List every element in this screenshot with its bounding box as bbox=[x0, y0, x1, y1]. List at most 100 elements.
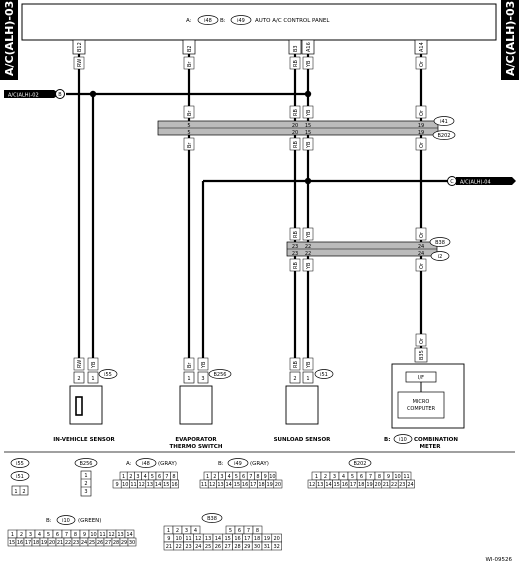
pin-number: 16 bbox=[234, 536, 240, 542]
meter-prefix: B: bbox=[384, 437, 390, 443]
svg-text:24: 24 bbox=[418, 244, 424, 250]
pin-number: 14 bbox=[215, 536, 221, 542]
pin-number: 27 bbox=[225, 544, 231, 550]
side-tab-left[interactable] bbox=[0, 0, 18, 80]
svg-text:24: 24 bbox=[418, 251, 424, 257]
pin-number: 20 bbox=[49, 540, 55, 546]
conn-i51: i51 bbox=[314, 369, 334, 379]
svg-text:(GREEN): (GREEN) bbox=[78, 518, 101, 524]
meter-pin: B35 bbox=[414, 347, 428, 363]
pin-number: 8 bbox=[172, 474, 175, 480]
svg-text:22: 22 bbox=[305, 251, 311, 257]
svg-text:YB: YB bbox=[306, 361, 312, 369]
svg-text:Or: Or bbox=[419, 262, 425, 269]
svg-text:A/C(ALH)-04: A/C(ALH)-04 bbox=[460, 180, 491, 186]
pin-number: 12 bbox=[108, 532, 114, 538]
svg-text:Or: Or bbox=[419, 109, 425, 116]
svg-text:i51: i51 bbox=[320, 372, 328, 378]
pin-number: 21 bbox=[57, 540, 63, 546]
evap-pins: 1 3 bbox=[183, 371, 209, 384]
svg-text:Br: Br bbox=[187, 362, 193, 368]
svg-text:i41: i41 bbox=[440, 119, 448, 125]
svg-text:2: 2 bbox=[84, 481, 87, 487]
figure-id: WI-09526 bbox=[485, 557, 512, 563]
sunload-label: SUNLOAD SENSOR bbox=[274, 437, 332, 443]
legend-b38: B38 bbox=[201, 513, 223, 523]
pin-cell bbox=[170, 479, 179, 489]
pin-number: 18 bbox=[258, 482, 264, 488]
pin-number: 10 bbox=[176, 536, 182, 542]
pin-number: 13 bbox=[147, 482, 153, 488]
pin-number: 12 bbox=[209, 482, 215, 488]
pin-number: 19 bbox=[267, 482, 273, 488]
side-tab-right-text: A/C(ALH)-03 bbox=[504, 1, 517, 76]
svg-text:1: 1 bbox=[306, 376, 309, 382]
meter-label-1: COMBINATION bbox=[414, 437, 458, 443]
in-vehicle-sensor bbox=[69, 385, 103, 425]
joint2-pin-numbers: 23 22 24 23 22 24 bbox=[292, 244, 424, 257]
pin-number: 26 bbox=[215, 544, 221, 550]
joint2-conn-i2: i2 bbox=[430, 251, 450, 261]
svg-text:B256: B256 bbox=[80, 461, 93, 467]
pin-number: 8 bbox=[256, 474, 259, 480]
svg-text:RW: RW bbox=[77, 59, 83, 67]
joint1-labels-below: Br RB YB Or bbox=[183, 137, 427, 151]
svg-text:1: 1 bbox=[91, 376, 94, 382]
panel-pin-b3: B3 bbox=[288, 39, 302, 55]
pin-number: 7 bbox=[247, 528, 250, 534]
pin-number: 14 bbox=[126, 532, 132, 538]
legend-i10: B: i10 (GREEN) bbox=[46, 515, 101, 525]
splice-2 bbox=[304, 90, 312, 98]
svg-text:1: 1 bbox=[187, 376, 190, 382]
evap-label-1: EVAPORATOR bbox=[175, 437, 217, 443]
pin-number: 20 bbox=[375, 482, 381, 488]
side-tab-right[interactable] bbox=[501, 0, 519, 80]
ref-b-arrow[interactable]: A/C(ALH)-02 B bbox=[4, 89, 65, 99]
svg-text:RW: RW bbox=[77, 360, 83, 368]
svg-text:15: 15 bbox=[305, 130, 311, 136]
pin-number: 27 bbox=[105, 540, 111, 546]
svg-text:B38: B38 bbox=[435, 240, 445, 246]
pin-number: 30 bbox=[254, 544, 260, 550]
svg-text:i10: i10 bbox=[399, 437, 407, 443]
pin-number: 15 bbox=[334, 482, 340, 488]
svg-text:19: 19 bbox=[418, 130, 424, 136]
joint1-pin-numbers: 5 20 15 19 5 20 15 19 bbox=[187, 123, 424, 136]
svg-text:YB: YB bbox=[201, 361, 207, 369]
pin-number: 11 bbox=[201, 482, 207, 488]
pin-number: 28 bbox=[234, 544, 240, 550]
svg-text:RB: RB bbox=[293, 60, 299, 67]
sunload-sensor bbox=[285, 385, 319, 425]
svg-text:Br: Br bbox=[187, 61, 193, 67]
svg-text:YB: YB bbox=[306, 141, 312, 149]
panel-pin-a16: A16 bbox=[301, 39, 315, 55]
svg-text:Or: Or bbox=[419, 231, 425, 238]
ref-c-arrow[interactable]: C A/C(ALH)-04 bbox=[447, 176, 517, 186]
pin-number: 5 bbox=[235, 474, 238, 480]
pin-number: 13 bbox=[217, 482, 223, 488]
svg-text:Or: Or bbox=[419, 337, 425, 344]
svg-text:B202: B202 bbox=[354, 461, 367, 467]
pin-number: 11 bbox=[185, 536, 191, 542]
pin-number: 19 bbox=[264, 536, 270, 542]
joint1-conn-i41: i41 bbox=[433, 116, 455, 126]
svg-text:RB: RB bbox=[293, 262, 299, 269]
svg-text:1: 1 bbox=[14, 489, 17, 495]
pin-number: 30 bbox=[129, 540, 135, 546]
legend-b202: B202 bbox=[348, 458, 372, 468]
panel-conn-b-oval bbox=[230, 15, 252, 25]
svg-text:A16: A16 bbox=[306, 42, 312, 52]
pin-number: 3 bbox=[29, 532, 32, 538]
pin-number: 10 bbox=[90, 532, 96, 538]
in-vehicle-label: IN-VEHICLE SENSOR bbox=[53, 437, 115, 443]
pin-number: 7 bbox=[65, 532, 68, 538]
splice-3 bbox=[304, 177, 312, 185]
pin-number: 14 bbox=[226, 482, 232, 488]
panel-title: AUTO A/C CONTROL PANEL bbox=[255, 18, 330, 24]
pin-number: 22 bbox=[65, 540, 71, 546]
pin-number: 22 bbox=[391, 482, 397, 488]
legend-i49: B: i49 (GRAY) bbox=[218, 458, 269, 468]
